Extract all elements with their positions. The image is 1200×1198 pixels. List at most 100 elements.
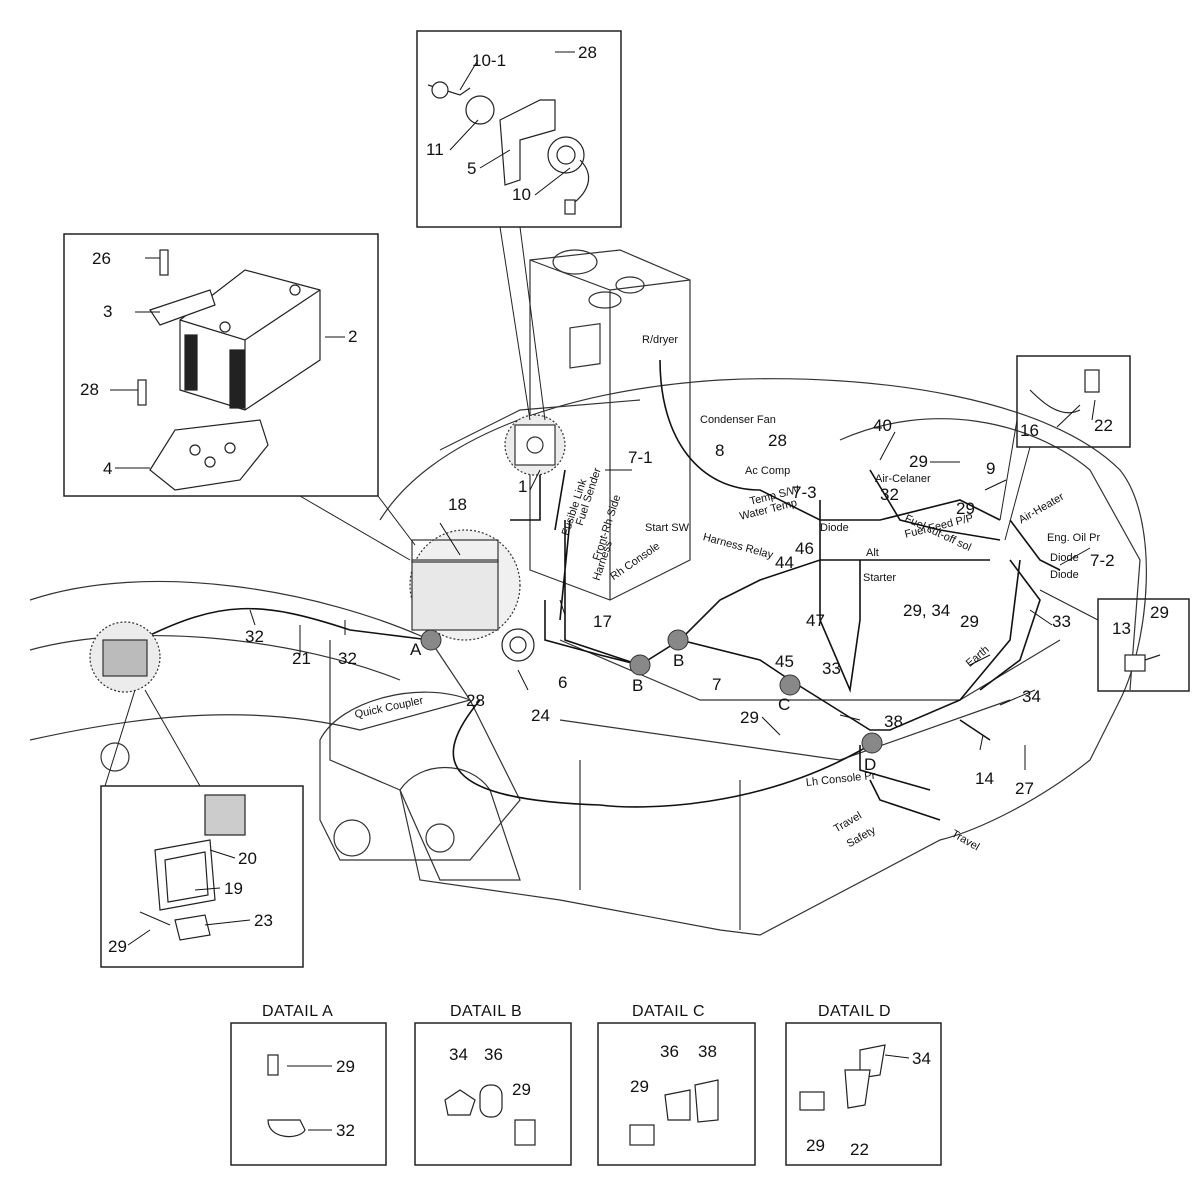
callout-10-1: 10-1 (472, 51, 507, 70)
battery-detail (137, 249, 321, 491)
callout-40: 40 (873, 416, 892, 435)
relay-box (1016, 355, 1131, 448)
frame-side (579, 760, 741, 930)
detail-b-title: DATAIL B (450, 1003, 523, 1020)
callout-29-mid: 29 (956, 499, 975, 518)
callout-14: 14 (975, 769, 994, 788)
label-diode-3: Diode (1050, 569, 1079, 581)
callout-1: 1 (518, 477, 528, 496)
swing-bracket (399, 766, 521, 881)
callout-33-right: 33 (1052, 612, 1071, 631)
callout-47: 47 (806, 611, 825, 630)
lamp-detail (139, 794, 246, 941)
detail-a-box (230, 1022, 387, 1166)
harness-engine (819, 500, 861, 693)
callout-44: 44 (775, 553, 794, 572)
floor-plate (559, 639, 1061, 701)
detail-c-29: 29 (630, 1077, 649, 1096)
callout-13: 13 (1112, 619, 1131, 638)
harness-travel (869, 779, 941, 821)
boom-foot (319, 691, 521, 861)
harness-17 (544, 600, 641, 666)
detail-c-box (597, 1022, 756, 1166)
detail-a-title: DATAIL A (262, 1003, 334, 1020)
boom-lower (29, 634, 401, 681)
harness-8 (659, 359, 1001, 521)
horn (501, 628, 535, 662)
detail-b-box (414, 1022, 572, 1166)
detail-a-point (420, 629, 442, 651)
callout-5: 5 (467, 159, 477, 178)
callout-46: 46 (795, 539, 814, 558)
detail-c-38: 38 (698, 1042, 717, 1061)
lamp-zoom (89, 621, 161, 693)
callout-45: 45 (775, 652, 794, 671)
callout-18: 18 (448, 495, 467, 514)
detail-a-29: 29 (336, 1057, 355, 1076)
label-ac-comp: Ac Comp (745, 465, 791, 477)
callout-28-switch: 28 (578, 43, 597, 62)
detail-d-box (785, 1022, 942, 1166)
callout-16: 16 (1020, 421, 1039, 440)
callout-28-lower: 28 (466, 691, 485, 710)
callout-9: 9 (986, 459, 996, 478)
callout-3: 3 (103, 302, 113, 321)
callout-28-battery: 28 (80, 380, 99, 399)
bracket-box (1097, 598, 1190, 692)
harness-boom (139, 607, 431, 641)
detail-d-point (861, 732, 883, 754)
callout-29-right: 29 (960, 612, 979, 631)
label-r-dryer: R/dryer (642, 334, 679, 346)
callout-29-lamp: 29 (108, 937, 127, 956)
callout-19: 19 (224, 879, 243, 898)
detail-d-34: 34 (912, 1049, 931, 1068)
label-air-cleaner: Air-Celaner (875, 473, 931, 485)
label-eng-oil-pr: Eng. Oil Pr (1047, 532, 1101, 544)
cab-pillar (529, 249, 691, 601)
callout-11: 11 (426, 140, 444, 159)
starter-switch-box (416, 30, 622, 228)
battery-zoom (409, 414, 566, 641)
callout-4: 4 (103, 459, 113, 478)
boom-pin (100, 742, 130, 772)
callout-7-2: 7-2 (1090, 551, 1115, 570)
callout-29-lower: 29 (740, 708, 759, 727)
harness-lower (452, 699, 871, 808)
harness-wire-5 (554, 469, 566, 531)
start-switch-detail (427, 81, 590, 215)
marker-B-2: B (673, 651, 685, 670)
callout-32-top: 32 (880, 485, 899, 504)
detail-c-point (779, 674, 801, 696)
label-starter: Starter (863, 572, 897, 584)
label-start-sw: Start SW (645, 522, 690, 534)
callout-29-top: 29 (909, 452, 928, 471)
detail-c-title: DATAIL C (632, 1003, 706, 1020)
callout-24: 24 (531, 706, 550, 725)
callout-7-3: 7-3 (792, 483, 817, 502)
detail-d-title: DATAIL D (818, 1003, 892, 1020)
callout-23: 23 (254, 911, 273, 930)
detail-d-22: 22 (850, 1140, 869, 1159)
callout-17: 17 (593, 612, 612, 631)
callout-38: 38 (884, 712, 903, 731)
relay-detail (1029, 369, 1161, 672)
marker-B-1: B (632, 676, 644, 695)
callout-21: 21 (292, 649, 311, 668)
hood-left (439, 399, 641, 451)
lamp-box (100, 785, 304, 968)
callout-29-bracket: 29 (1150, 603, 1169, 622)
detail-b-34: 34 (449, 1045, 468, 1064)
callout-27: 27 (1015, 779, 1034, 798)
detail-b-29: 29 (512, 1080, 531, 1099)
battery-box (63, 233, 379, 497)
frame-rail (559, 699, 1011, 761)
callout-6: 6 (558, 673, 568, 692)
callout-34-right: 34 (1022, 687, 1041, 706)
label-condenser-fan: Condenser Fan (700, 414, 776, 426)
harness-rear (959, 559, 1041, 741)
callout-32-left: 32 (245, 627, 264, 646)
callout-7: 7 (712, 675, 722, 694)
label-alt: Alt (866, 547, 879, 559)
marker-A: A (410, 640, 422, 659)
marker-D: D (864, 755, 877, 774)
